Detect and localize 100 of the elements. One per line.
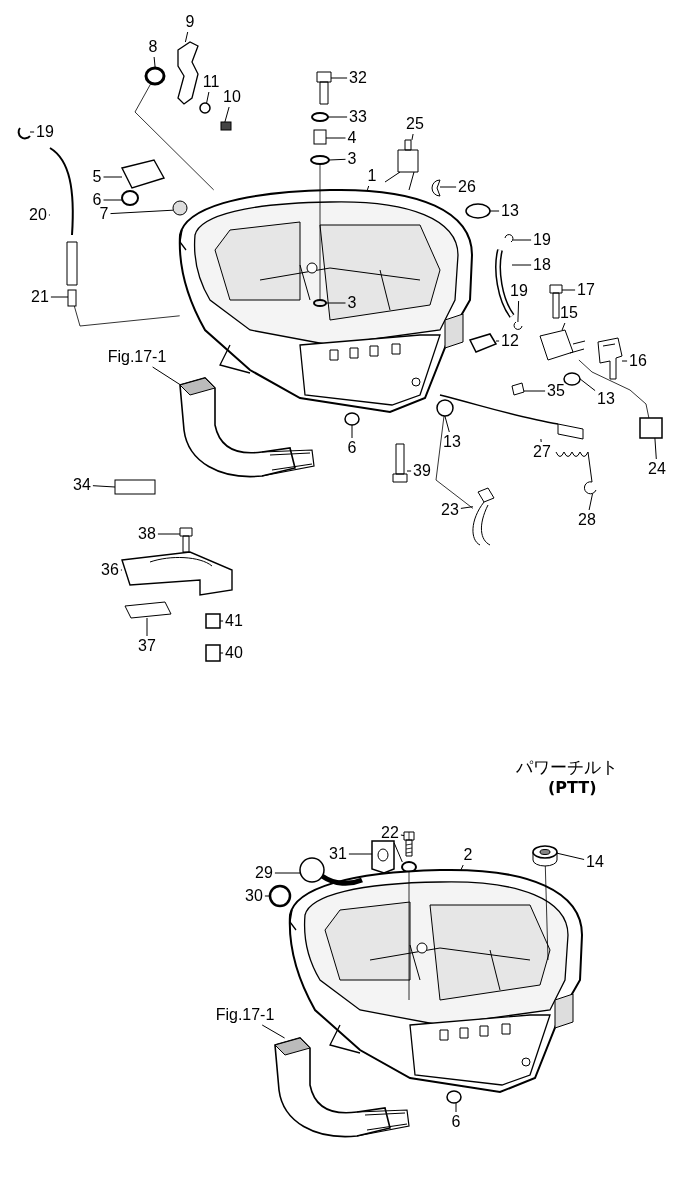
callout-number: 18 — [533, 256, 551, 274]
callout-number: 21 — [31, 288, 49, 306]
callout-number: 28 — [578, 511, 596, 529]
washer — [344, 412, 360, 426]
grommet — [532, 845, 558, 867]
hose-clip — [513, 321, 523, 330]
leader-line — [325, 302, 346, 304]
leader-line — [50, 296, 69, 298]
leader-line — [103, 199, 123, 201]
bolt — [392, 443, 408, 483]
callout-number: 3 — [347, 294, 357, 312]
leader-line — [328, 158, 346, 161]
o-ring — [268, 884, 292, 908]
leader-line — [103, 176, 123, 178]
bolt — [179, 527, 193, 553]
assembly-line — [73, 305, 181, 327]
callout-number: 35 — [547, 382, 565, 400]
leader-line — [489, 210, 500, 212]
cap — [465, 203, 491, 219]
callout-number: 19 — [36, 123, 54, 141]
callout-number: 41 — [225, 612, 243, 630]
wire — [578, 359, 650, 419]
leader-line — [184, 31, 189, 43]
leader-line — [327, 116, 348, 118]
leader-line — [146, 617, 148, 637]
callout-number: 33 — [349, 108, 367, 126]
coil-cord — [555, 451, 597, 495]
leader-line — [264, 895, 271, 897]
callout-number: 24 — [648, 460, 666, 478]
fitting — [67, 289, 77, 307]
leader-line — [512, 239, 532, 241]
lever — [177, 41, 199, 105]
leader-line — [274, 872, 301, 874]
leader-line — [517, 300, 520, 323]
leader-line — [561, 322, 566, 331]
hose-clip — [504, 234, 514, 243]
leader-line — [460, 864, 464, 871]
leader-line — [523, 390, 546, 392]
washer — [199, 102, 211, 114]
leader-line — [219, 652, 224, 654]
screw — [220, 121, 232, 131]
callout-number: Fig.17-1 — [215, 1006, 275, 1024]
assembly-line — [544, 865, 549, 961]
washer — [313, 299, 327, 307]
callout-number: 19 — [510, 282, 528, 300]
assembly-line — [408, 871, 410, 1001]
callout-number: 4 — [347, 129, 357, 147]
leader-line — [654, 437, 657, 460]
grommet — [121, 190, 139, 206]
washer — [311, 112, 329, 122]
bolt — [549, 284, 563, 319]
callout-number: 40 — [225, 644, 243, 662]
assembly-line — [435, 415, 474, 509]
leader-line — [92, 485, 116, 488]
leader-line — [393, 842, 403, 863]
grommet — [563, 372, 581, 386]
callout-number: 39 — [413, 462, 431, 480]
callout-number: 6 — [347, 439, 357, 457]
callout-number: 20 — [29, 206, 47, 224]
tiller-handle — [179, 377, 315, 478]
callout-number: Fig.17-1 — [107, 348, 167, 366]
washer — [446, 1090, 462, 1104]
callout-number: 13 — [501, 202, 519, 220]
callout-number: 5 — [92, 168, 102, 186]
leader-line — [330, 77, 348, 79]
callout-number: 23 — [441, 501, 459, 519]
wire-harness — [472, 487, 495, 546]
callout-number: 13 — [597, 390, 615, 408]
leader-line — [588, 493, 593, 511]
variant-caption: パワーチルト — [516, 756, 618, 779]
leader-line — [351, 424, 353, 439]
bolt — [403, 831, 415, 857]
leader-line — [206, 91, 210, 104]
hose-clip — [17, 127, 31, 140]
leader-line — [460, 506, 474, 509]
callout-number: 2 — [463, 846, 473, 864]
callout-number: 37 — [138, 637, 156, 655]
callout-number: 6 — [451, 1113, 461, 1131]
leader-line — [120, 569, 123, 571]
mounting-plate — [371, 840, 395, 874]
sticker — [114, 479, 156, 495]
leader-line — [406, 470, 412, 472]
leader-line — [540, 438, 542, 443]
sticker — [124, 601, 172, 619]
leader-line — [224, 106, 230, 123]
callout-number: 34 — [73, 476, 91, 494]
leader-line — [511, 264, 532, 266]
grommet — [436, 399, 454, 417]
callout-number: 30 — [245, 887, 263, 905]
connector-block — [205, 613, 221, 629]
callout-number: 14 — [586, 853, 604, 871]
variant-caption: (PTT) — [548, 778, 597, 797]
leader-line — [411, 133, 414, 141]
leader-line — [29, 131, 35, 133]
leader-line — [621, 360, 628, 362]
sticker — [511, 382, 525, 396]
callout-number: 13 — [443, 433, 461, 451]
assembly-line — [319, 163, 321, 301]
leader-line — [439, 186, 457, 188]
leader-line — [556, 852, 585, 860]
